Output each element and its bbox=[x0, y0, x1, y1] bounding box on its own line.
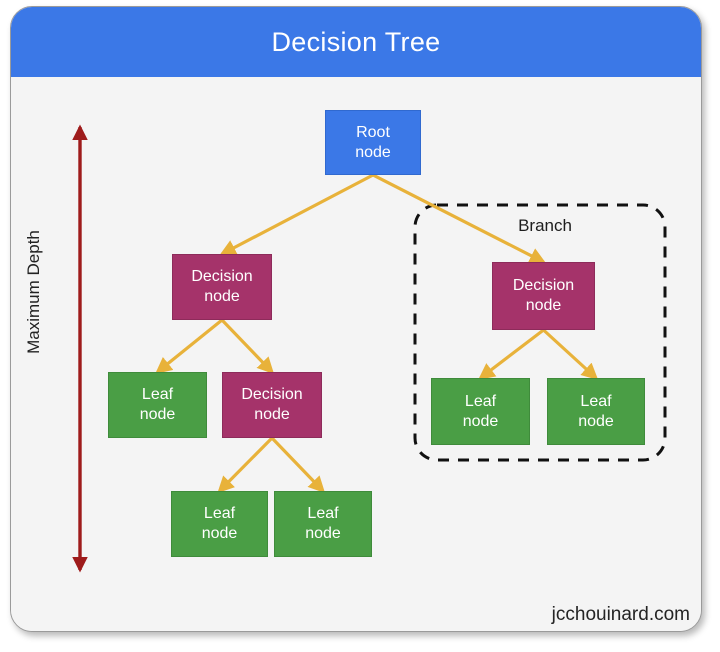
node-label-line1: Leaf bbox=[580, 392, 612, 410]
tree-node-l-d[interactable]: Leaf node bbox=[431, 378, 530, 445]
node-label-line1: Decision bbox=[191, 268, 253, 286]
tree-node-d-left[interactable]: Decision node bbox=[172, 254, 272, 320]
tree-node-l-e[interactable]: Leaf node bbox=[547, 378, 645, 445]
node-label-line1: Leaf bbox=[307, 505, 339, 523]
tree-node-l-c[interactable]: Leaf node bbox=[274, 491, 372, 557]
node-label-line1: Leaf bbox=[141, 386, 174, 404]
node-label-line2: node bbox=[578, 412, 614, 430]
maximum-depth-label: Maximum Depth bbox=[24, 230, 43, 354]
tree-node-d-mid[interactable]: Decision node bbox=[222, 372, 322, 438]
watermark: jcchouinard.com bbox=[551, 604, 690, 625]
branch-label: Branch bbox=[518, 216, 572, 235]
tree-node-l-a[interactable]: Leaf node bbox=[108, 372, 207, 438]
node-label-line2: node bbox=[254, 406, 290, 423]
node-label-line2: node bbox=[525, 297, 562, 314]
node-label-line1: Decision bbox=[512, 277, 575, 295]
tree-node-root[interactable]: Root node bbox=[325, 110, 421, 175]
card-header: Decision Tree bbox=[11, 7, 701, 78]
node-label-line2: node bbox=[305, 525, 341, 542]
node-label-line1: Root bbox=[356, 123, 390, 141]
node-label-line2: node bbox=[462, 412, 499, 430]
tree-node-d-right[interactable]: Decision node bbox=[492, 262, 595, 330]
page-title: Decision Tree bbox=[271, 26, 441, 57]
node-label-line2: node bbox=[204, 288, 240, 305]
node-label-line2: node bbox=[139, 406, 176, 423]
node-label-line2: node bbox=[201, 525, 238, 542]
node-label-line1: Leaf bbox=[203, 505, 236, 523]
node-label-line2: node bbox=[355, 143, 391, 161]
tree-node-l-b[interactable]: Leaf node bbox=[171, 491, 268, 557]
node-label-line1: Leaf bbox=[464, 392, 497, 410]
node-label-line1: Decision bbox=[241, 386, 303, 404]
